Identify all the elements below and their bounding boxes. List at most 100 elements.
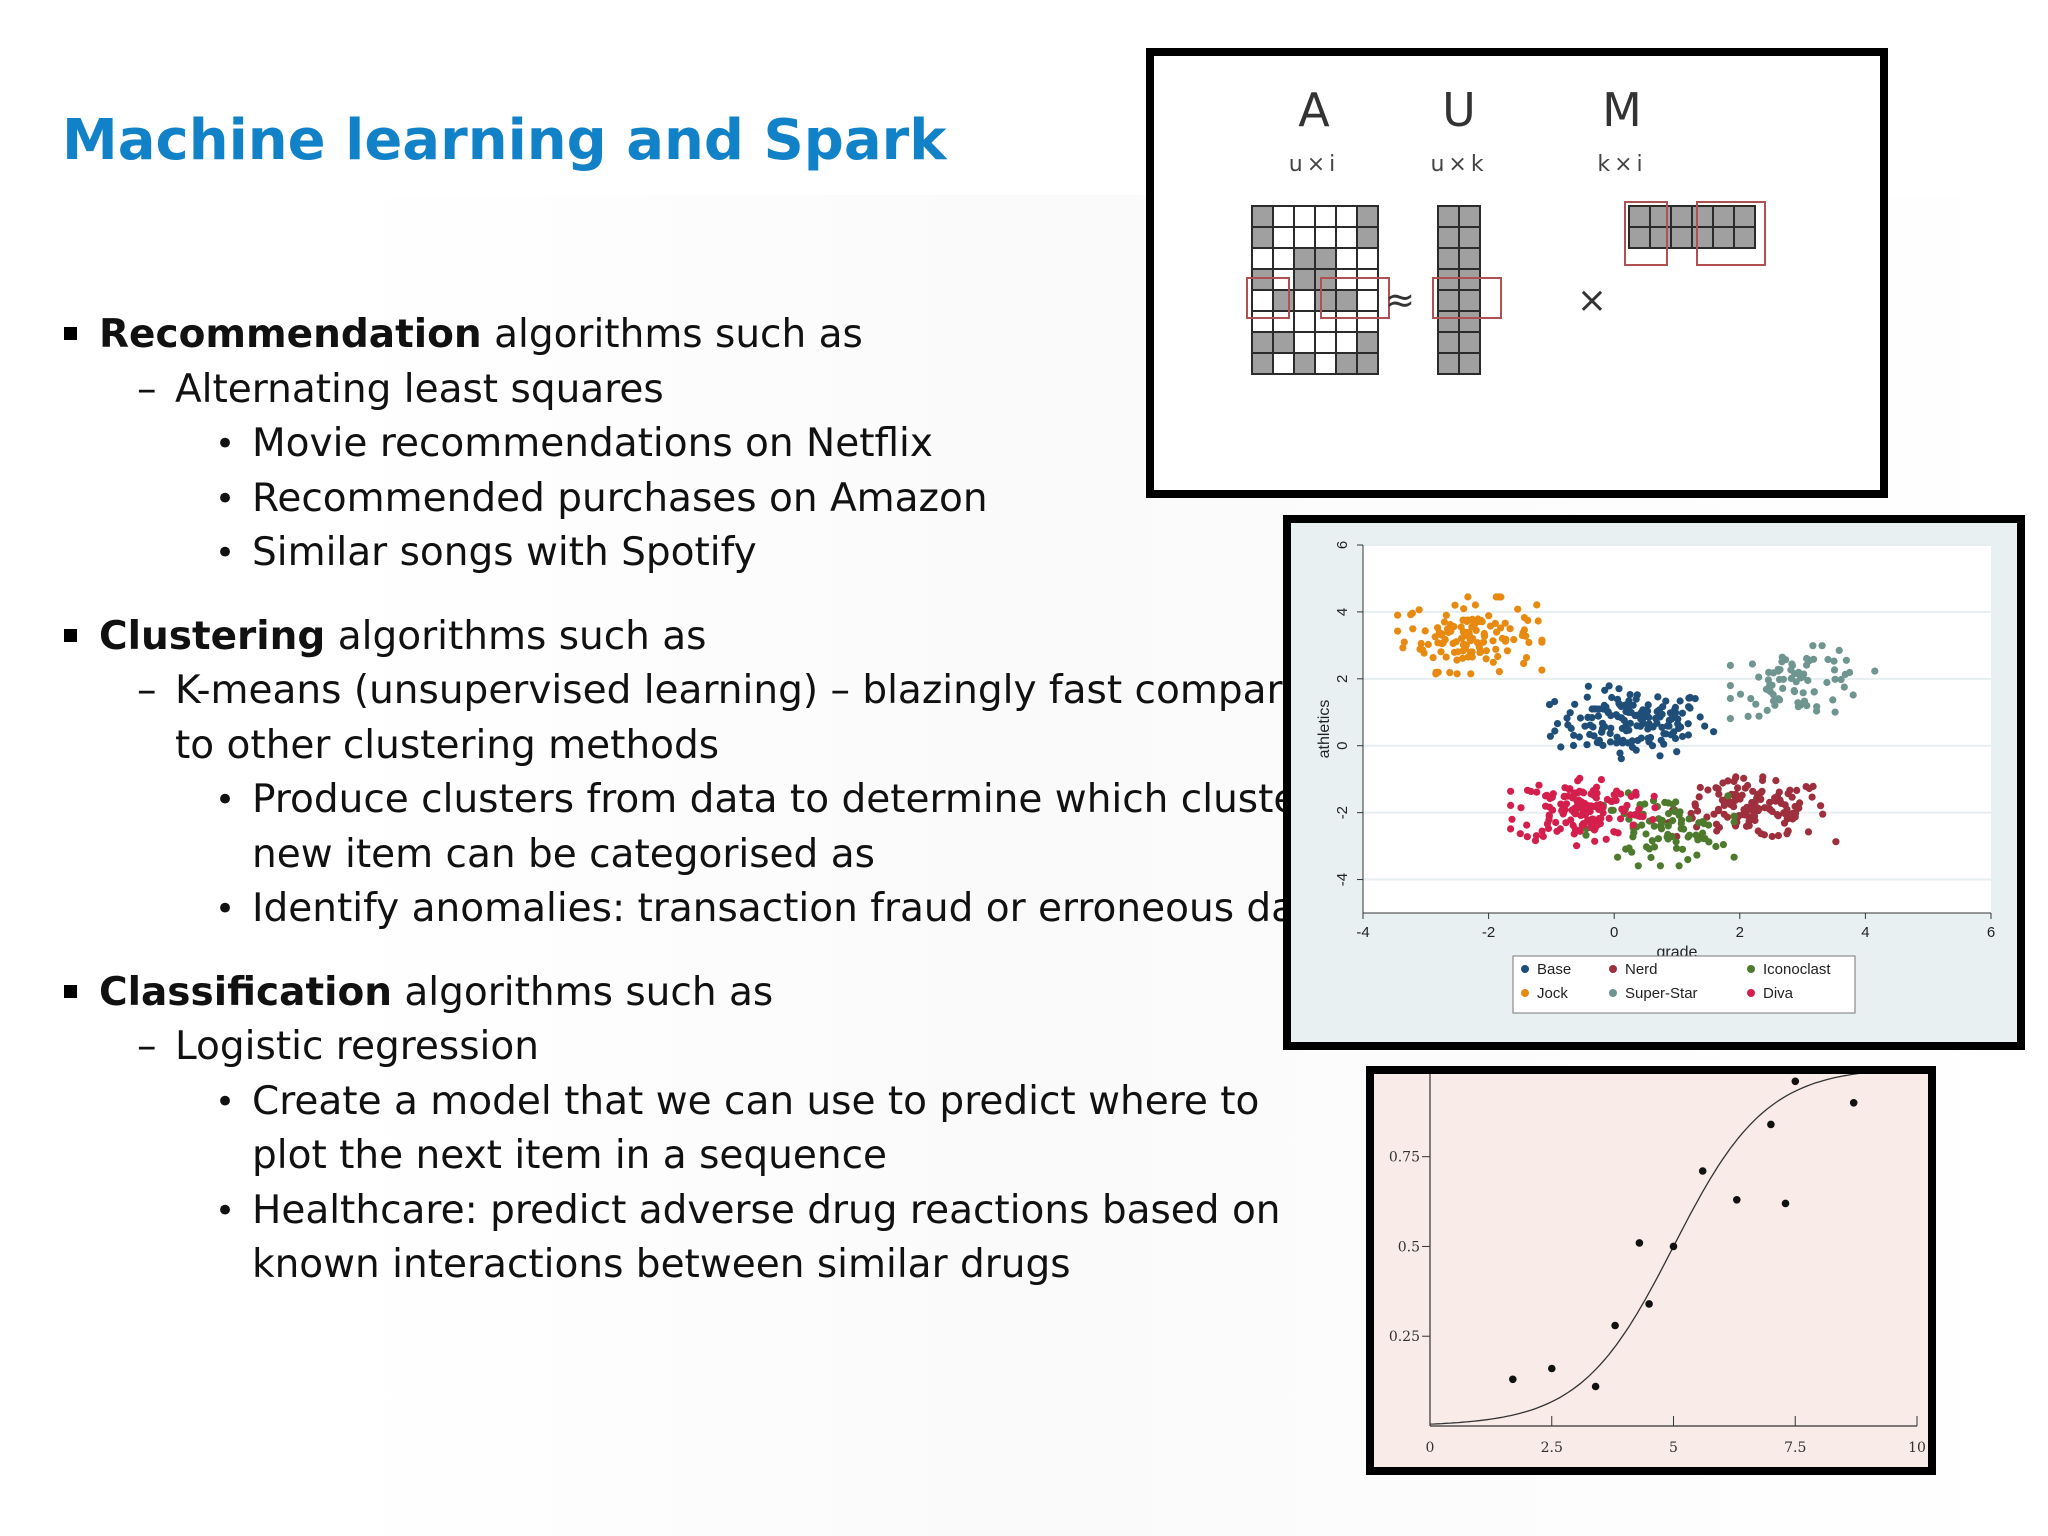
bullet-text: Logistic regression	[175, 1024, 539, 1069]
data-point	[1509, 1375, 1517, 1384]
data-point-super-star	[1810, 688, 1818, 696]
matrix-cell	[1670, 205, 1693, 228]
data-point-diva	[1557, 800, 1565, 808]
matrix-cell	[1458, 205, 1481, 228]
als-diagram-svg: Au×iUu×kMk×i≈×	[1246, 83, 1766, 375]
matrix-cell	[1335, 247, 1358, 270]
data-point-base	[1632, 746, 1640, 754]
data-point-super-star	[1835, 646, 1843, 654]
data-point-jock	[1451, 601, 1459, 609]
data-point-nerd	[1713, 827, 1721, 835]
data-point-base	[1645, 721, 1653, 729]
matrix-cell	[1314, 247, 1337, 270]
data-point-iconoclast	[1614, 853, 1622, 861]
data-point	[1669, 1242, 1678, 1251]
data-point-nerd	[1730, 803, 1738, 811]
x-tick-label: -4	[1356, 924, 1369, 941]
data-point-jock	[1399, 644, 1407, 652]
data-point-nerd	[1758, 776, 1767, 785]
data-point-diva	[1562, 800, 1571, 808]
matrix-cell	[1458, 289, 1481, 312]
data-point-nerd	[1761, 804, 1769, 812]
bullet-text: Identify anomalies: transaction fraud or…	[252, 886, 1335, 931]
data-point-base	[1586, 730, 1594, 739]
data-point-jock	[1442, 653, 1450, 661]
data-point-base	[1621, 701, 1629, 709]
data-point-diva	[1626, 811, 1634, 819]
data-point-diva	[1611, 828, 1619, 836]
matrix-cell	[1314, 268, 1337, 291]
data-point-base	[1660, 730, 1668, 738]
data-point-nerd	[1774, 832, 1782, 840]
matrix-cell	[1335, 289, 1358, 312]
matrix-cell	[1458, 226, 1481, 249]
data-point-super-star	[1775, 675, 1784, 684]
data-point-iconoclast	[1647, 853, 1655, 862]
matrix-dims-M: k×i	[1597, 152, 1646, 177]
matrix-name-U: U	[1442, 83, 1476, 137]
data-point-nerd	[1804, 828, 1813, 836]
data-point-super-star	[1726, 661, 1734, 669]
data-point	[1698, 1167, 1707, 1175]
data-point-super-star	[1794, 699, 1802, 707]
data-point-super-star	[1774, 667, 1782, 675]
data-point-diva	[1542, 792, 1550, 800]
data-point-diva	[1581, 811, 1589, 819]
data-point-jock	[1457, 623, 1465, 631]
matrix-cell	[1272, 205, 1295, 228]
matrix-cell	[1356, 310, 1379, 333]
data-point-base	[1647, 733, 1655, 742]
data-point-base	[1632, 695, 1640, 703]
data-point-base	[1594, 739, 1602, 747]
data-point-base	[1546, 732, 1554, 740]
data-point-super-star	[1790, 687, 1798, 695]
data-point-diva	[1574, 789, 1582, 797]
data-point-diva	[1571, 810, 1579, 818]
matrix-cell	[1335, 310, 1358, 333]
data-point-diva	[1545, 816, 1553, 824]
data-point-base	[1633, 722, 1641, 730]
matrix-dims-A: u×i	[1289, 152, 1340, 177]
matrix-cell	[1272, 268, 1295, 291]
dot-marker: •	[215, 533, 236, 573]
data-point-jock	[1421, 627, 1429, 635]
data-point-jock	[1409, 625, 1417, 633]
data-point-super-star	[1829, 696, 1837, 704]
matrix-cell	[1458, 331, 1481, 354]
data-point-iconoclast	[1634, 862, 1642, 870]
data-point-super-star	[1842, 656, 1850, 664]
matrix-cell	[1712, 226, 1735, 249]
data-point-jock	[1476, 649, 1484, 657]
y-tick-label: 6	[1334, 541, 1351, 549]
data-point-iconoclast	[1730, 818, 1738, 826]
data-point-diva	[1629, 821, 1637, 829]
data-point-jock	[1491, 619, 1499, 627]
matrix-cell	[1314, 331, 1337, 354]
data-point-jock	[1520, 659, 1528, 667]
matrix-cell	[1733, 226, 1756, 249]
matrix-cell	[1314, 226, 1337, 249]
data-point-nerd	[1792, 809, 1800, 817]
sub-sub-bullet: •Movie recommendations on Netflix	[62, 417, 1312, 472]
data-point-nerd	[1695, 793, 1703, 801]
data-point-super-star	[1752, 700, 1760, 708]
data-point-nerd	[1793, 786, 1801, 794]
data-point-base	[1626, 691, 1634, 699]
data-point-base	[1656, 752, 1664, 760]
data-point-diva	[1602, 835, 1610, 843]
data-point-diva	[1535, 781, 1543, 789]
matrix-cell	[1437, 247, 1460, 270]
data-point-base	[1674, 715, 1682, 723]
data-point-diva	[1573, 842, 1581, 850]
square-bullet-icon	[64, 628, 77, 642]
sub-bullet-logistic: –Logistic regression	[62, 1020, 1312, 1075]
data-point-nerd	[1786, 786, 1794, 794]
data-point-nerd	[1744, 781, 1752, 790]
data-point-jock	[1534, 617, 1542, 625]
data-point-nerd	[1734, 784, 1742, 792]
data-point-nerd	[1742, 810, 1750, 818]
matrix-cell	[1691, 205, 1714, 228]
data-point-super-star	[1831, 675, 1839, 683]
slide-title: Machine learning and Spark	[62, 108, 947, 173]
